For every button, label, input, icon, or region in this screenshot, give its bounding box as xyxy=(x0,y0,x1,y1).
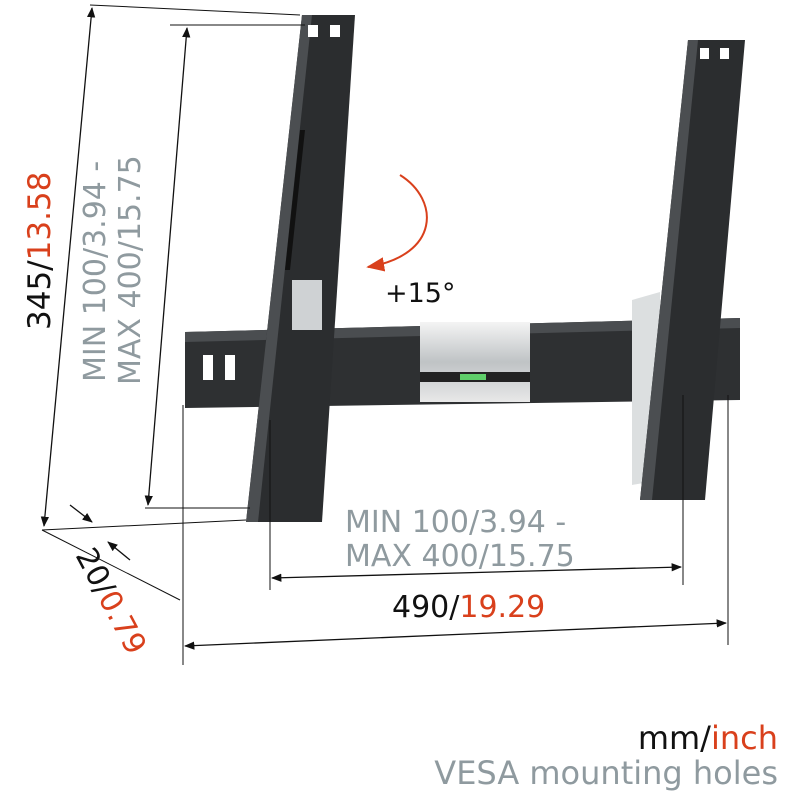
svg-text:20/0.79: 20/0.79 xyxy=(68,542,153,660)
depth-inch: 0.79 xyxy=(91,585,153,660)
svg-text:MIN 100/3.94 -: MIN 100/3.94 - xyxy=(78,161,113,382)
vesa-h-max-inch: /15.75 xyxy=(479,539,575,574)
units-legend: mm/inch xyxy=(638,722,778,754)
vesa-v-max-mm: MAX 400 xyxy=(113,251,148,385)
vesa-v-max-inch: /15.75 xyxy=(113,155,148,251)
height-dimension: 345/13.58 xyxy=(22,4,301,531)
legend-inch: inch xyxy=(710,719,778,757)
width-mm: 490/ xyxy=(392,590,460,625)
right-vertical-bracket xyxy=(632,40,745,500)
vesa-v-min-inch: /3.94 - xyxy=(78,161,113,258)
height-inch: 13.58 xyxy=(22,172,58,261)
svg-text:MIN 100/3.94 -: MIN 100/3.94 - xyxy=(345,505,566,540)
vesa-h-min-mm: MIN 100 xyxy=(345,505,469,540)
vesa-vertical-dimension: MIN 100/3.94 - MAX 400/15.75 xyxy=(78,24,305,509)
aluminium-center-plate xyxy=(420,322,530,402)
spirit-level xyxy=(460,374,486,380)
svg-text:MAX 400/15.75: MAX 400/15.75 xyxy=(113,155,148,385)
svg-text:MAX 400/15.75: MAX 400/15.75 xyxy=(345,539,575,574)
vesa-v-min-mm: MIN 100 xyxy=(78,258,113,382)
left-vertical-bracket xyxy=(246,15,355,522)
width-dimension: 490/19.29 xyxy=(182,395,729,665)
vesa-h-min-inch: /3.94 - xyxy=(469,505,566,540)
vesa-h-max-mm: MAX 400 xyxy=(345,539,479,574)
tilt-arrow xyxy=(366,174,428,272)
depth-dimension: 20/0.79 xyxy=(41,504,181,660)
svg-text:345/13.58: 345/13.58 xyxy=(22,172,58,330)
legend-mm: mm/ xyxy=(637,719,711,757)
height-mm: 345/ xyxy=(22,260,58,330)
tilt-label: +15° xyxy=(385,278,455,309)
svg-text:490/19.29: 490/19.29 xyxy=(392,590,545,625)
vesa-legend: VESA mounting holes xyxy=(434,754,778,792)
width-inch: 19.29 xyxy=(459,590,545,625)
vesa-horizontal-dimension: MIN 100/3.94 - MAX 400/15.75 xyxy=(269,395,684,590)
